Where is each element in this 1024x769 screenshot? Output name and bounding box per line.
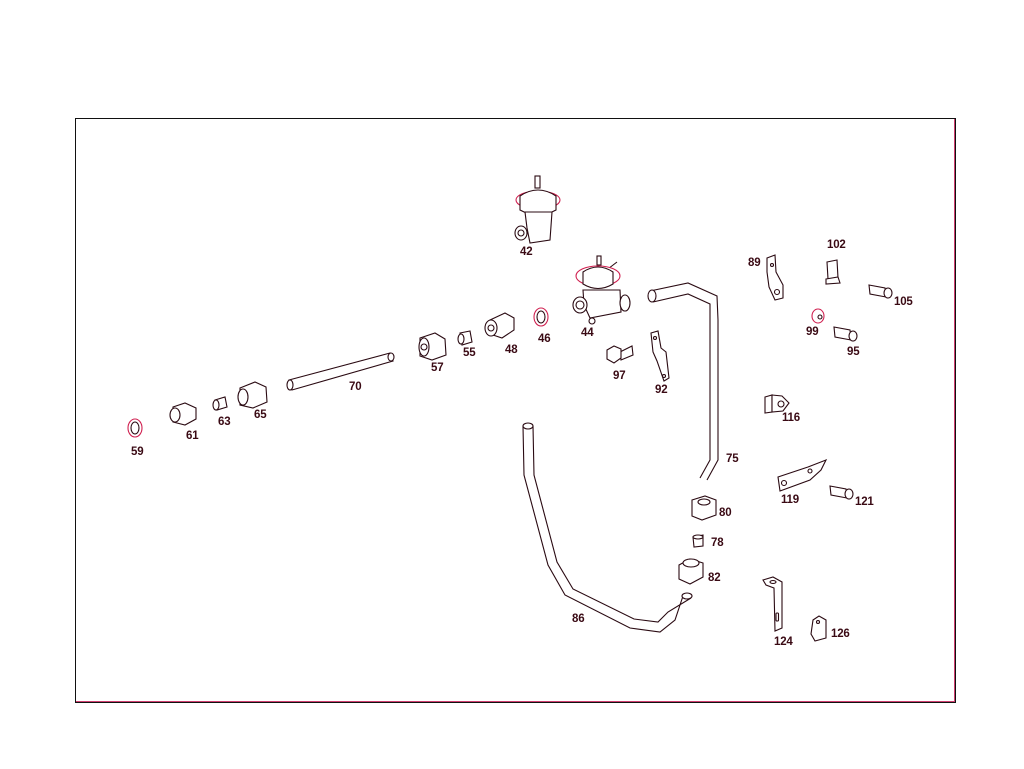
part-97-hex-bolt-icon[interactable] <box>606 345 634 364</box>
part-label-95[interactable]: 95 <box>847 346 860 358</box>
part-label-99[interactable]: 99 <box>806 326 819 338</box>
part-59-sealing-ring-icon[interactable] <box>127 418 143 438</box>
part-116-pipe-clamp-icon[interactable] <box>764 394 790 414</box>
part-label-65[interactable]: 65 <box>254 409 267 421</box>
part-95-bolt-icon[interactable] <box>833 326 858 342</box>
part-63-compression-sleeve-icon[interactable] <box>212 396 228 411</box>
part-label-86[interactable]: 86 <box>572 613 585 625</box>
part-42-vacuum-valve-icon[interactable] <box>514 175 561 244</box>
part-label-82[interactable]: 82 <box>708 572 721 584</box>
part-label-70[interactable]: 70 <box>349 381 362 393</box>
part-label-119[interactable]: 119 <box>781 494 799 506</box>
part-92-bracket-icon[interactable] <box>650 330 670 382</box>
part-label-42[interactable]: 42 <box>520 246 533 258</box>
part-label-116[interactable]: 116 <box>782 412 800 424</box>
part-label-75[interactable]: 75 <box>726 453 739 465</box>
part-label-55[interactable]: 55 <box>463 347 476 359</box>
part-105-bolt-icon[interactable] <box>868 284 893 299</box>
part-44-egr-valve-icon[interactable] <box>572 255 631 325</box>
part-label-48[interactable]: 48 <box>505 344 518 356</box>
part-label-105[interactable]: 105 <box>894 296 913 308</box>
part-label-121[interactable]: 121 <box>855 496 874 508</box>
part-89-bracket-icon[interactable] <box>766 254 784 301</box>
part-119-bracket-icon[interactable] <box>777 458 828 492</box>
part-label-44[interactable]: 44 <box>581 327 594 339</box>
part-126-pipe-clamp-icon[interactable] <box>810 615 827 642</box>
part-46-sealing-ring-icon[interactable] <box>533 307 549 327</box>
part-label-59[interactable]: 59 <box>131 446 144 458</box>
part-label-63[interactable]: 63 <box>218 416 231 428</box>
part-78-compression-sleeve-icon[interactable] <box>692 534 704 548</box>
part-82-threaded-fitting-icon[interactable] <box>678 558 704 585</box>
part-label-97[interactable]: 97 <box>613 370 626 382</box>
part-75-bent-pipe-icon[interactable] <box>647 282 719 481</box>
part-70-pipe-icon[interactable] <box>286 352 395 391</box>
part-label-80[interactable]: 80 <box>719 507 732 519</box>
part-80-union-nut-icon[interactable] <box>691 495 717 521</box>
part-57-union-nut-icon[interactable] <box>418 332 447 361</box>
part-label-61[interactable]: 61 <box>186 430 199 442</box>
part-121-bolt-icon[interactable] <box>829 485 854 500</box>
part-label-57[interactable]: 57 <box>431 362 444 374</box>
part-102-clip-icon[interactable] <box>825 259 841 285</box>
part-label-126[interactable]: 126 <box>831 628 850 640</box>
part-61-threaded-fitting-icon[interactable] <box>169 402 197 426</box>
part-55-compression-sleeve-icon[interactable] <box>457 330 473 346</box>
part-99-washer-icon[interactable] <box>811 308 825 324</box>
part-86-bent-pipe-icon[interactable] <box>522 422 693 633</box>
part-label-124[interactable]: 124 <box>774 636 793 648</box>
part-label-46[interactable]: 46 <box>538 333 551 345</box>
part-48-threaded-fitting-icon[interactable] <box>484 312 515 339</box>
part-label-102[interactable]: 102 <box>827 239 846 251</box>
part-label-78[interactable]: 78 <box>711 537 724 549</box>
part-label-92[interactable]: 92 <box>655 384 668 396</box>
part-124-bracket-icon[interactable] <box>762 576 783 632</box>
part-65-union-nut-icon[interactable] <box>237 381 268 409</box>
diagram-frame <box>75 118 956 703</box>
part-label-89[interactable]: 89 <box>748 257 761 269</box>
